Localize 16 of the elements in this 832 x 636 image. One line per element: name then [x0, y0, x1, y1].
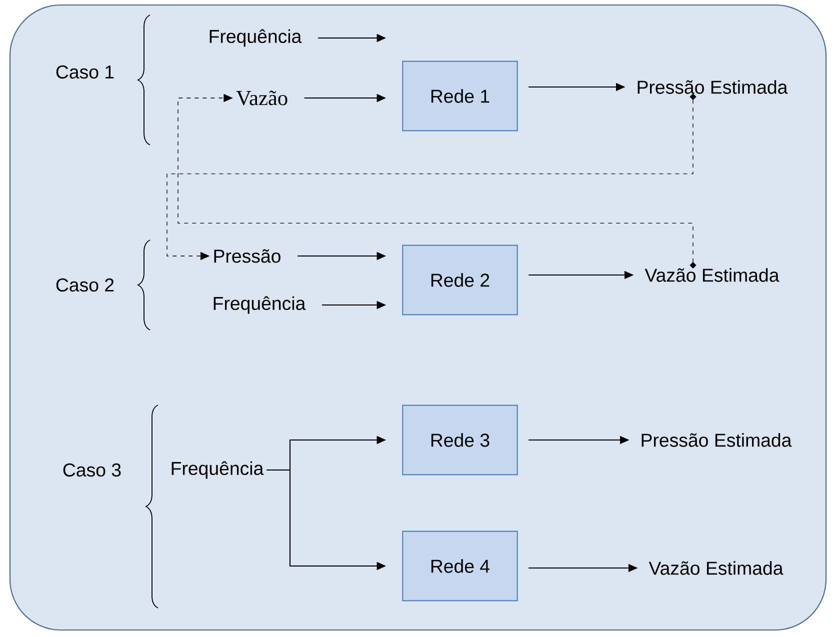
signal-label: Pressão [214, 249, 280, 263]
signal-label: Vazão Estimada [644, 268, 780, 282]
network-box: Rede 1 [402, 60, 518, 132]
signal-label: Frequência [214, 296, 306, 314]
input-label: Vazão [236, 90, 288, 106]
case-label: Caso 1 [56, 65, 114, 79]
signal-label: Vazão Estimada [648, 561, 784, 575]
signal-label: Pressão Estimada [638, 80, 788, 94]
case-label: Caso 3 [63, 463, 121, 477]
signal-label: Frequência [210, 29, 302, 47]
signal-label: Pressão Estimada [642, 433, 792, 447]
signal-label: Frequência [172, 461, 264, 479]
case-label: Caso 2 [56, 278, 114, 292]
network-box: Rede 3 [402, 404, 518, 476]
network-box: Rede 2 [402, 244, 518, 316]
network-box: Rede 4 [402, 530, 518, 602]
